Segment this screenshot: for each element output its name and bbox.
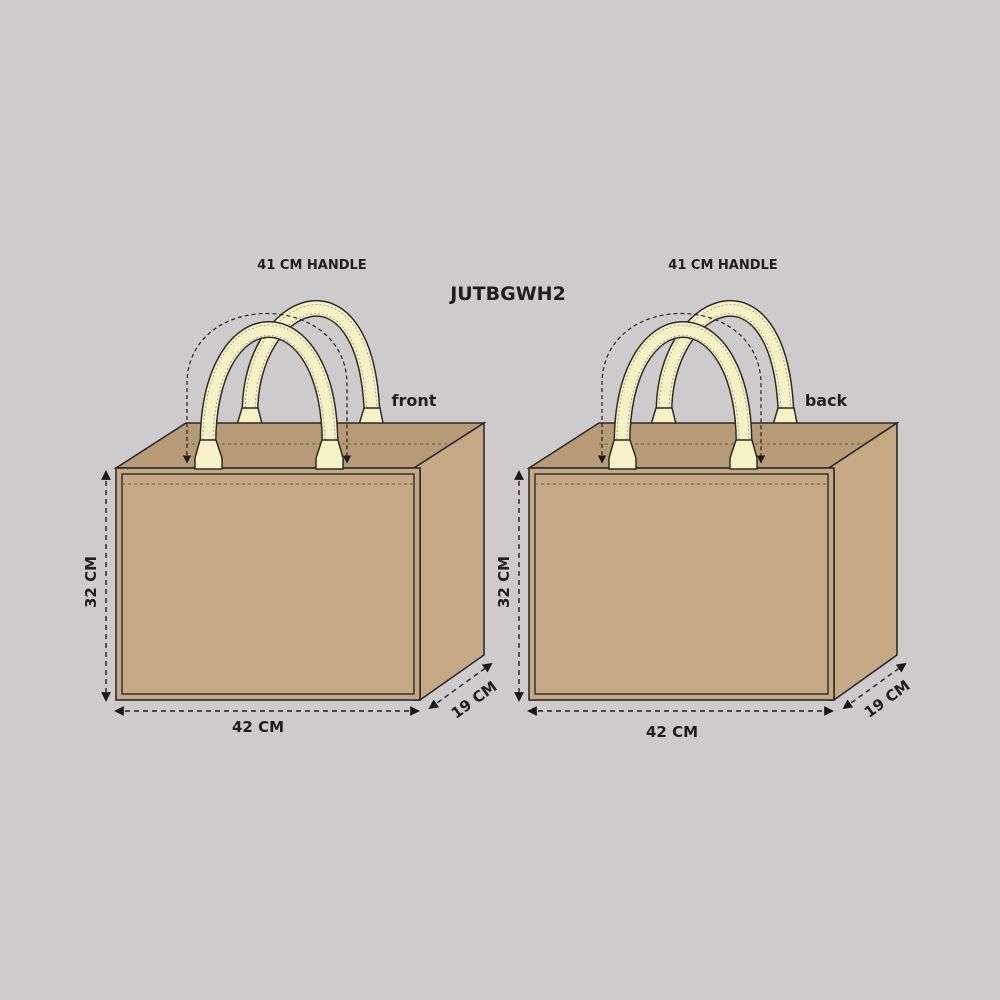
front-handle <box>608 321 758 470</box>
height-label: 32 CM <box>82 556 100 608</box>
bag-back: 41 CM HANDLE back 42 CM 32 CM 19 CM <box>495 258 913 741</box>
handle-label: 41 CM HANDLE <box>668 258 777 273</box>
bag-front-panel <box>115 467 421 701</box>
width-label: 42 CM <box>646 723 698 741</box>
width-label: 42 CM <box>232 718 284 736</box>
bag-front: 41 CM HANDLE front 42 CM 32 CM 19 CM <box>82 258 500 736</box>
depth-label: 19 CM <box>448 677 501 722</box>
handle-label: 41 CM HANDLE <box>257 258 366 273</box>
view-label: front <box>392 391 437 410</box>
bag-side-panel <box>413 421 485 701</box>
bag-back-panel <box>528 467 835 701</box>
depth-label: 19 CM <box>861 676 914 721</box>
view-label: back <box>805 391 848 410</box>
height-label: 32 CM <box>495 556 513 608</box>
product-code: JUTBGWH2 <box>448 283 566 305</box>
bag-side-panel <box>828 421 898 701</box>
